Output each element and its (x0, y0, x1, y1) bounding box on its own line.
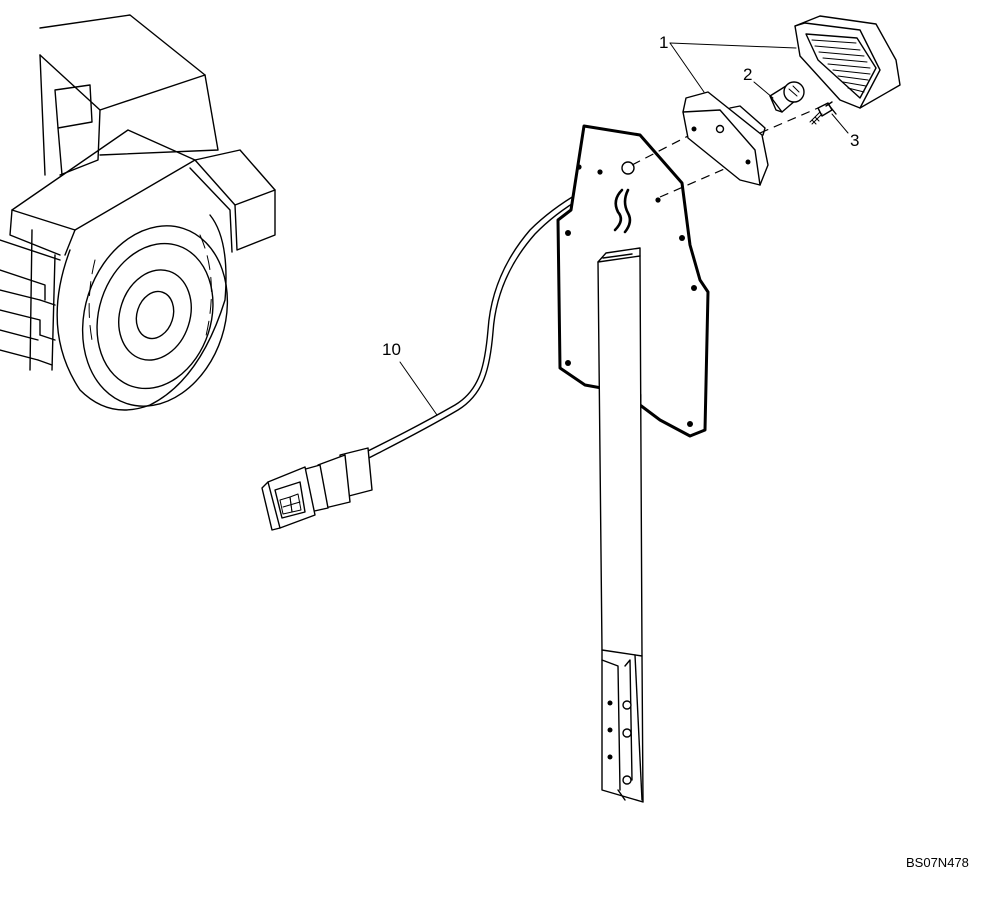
plate-hole (655, 197, 661, 203)
support-post (597, 247, 644, 803)
callout-2: 2 (743, 65, 752, 84)
plate-hole (597, 169, 603, 175)
plate-hole (565, 230, 571, 236)
plate-hole (565, 360, 571, 366)
wheel (56, 214, 229, 411)
callout-3: 3 (850, 131, 859, 150)
plate-hole (687, 421, 693, 427)
callout-10: 10 (382, 340, 401, 359)
plate-hole (576, 164, 582, 170)
callout-1: 1 (659, 33, 668, 52)
connector (261, 447, 373, 531)
lamp-housing (794, 15, 901, 109)
leader-lines (399, 42, 849, 416)
bulb (769, 81, 805, 113)
drawing-code: BS07N478 (906, 855, 969, 870)
plate-hole (621, 161, 635, 175)
lens-hatching (811, 39, 871, 93)
plate-hole (691, 285, 697, 291)
screw (809, 101, 837, 125)
machine-outline (0, 14, 276, 371)
wiring-harness (359, 169, 629, 461)
lamp-base (682, 91, 769, 186)
plate-hole (679, 235, 685, 241)
